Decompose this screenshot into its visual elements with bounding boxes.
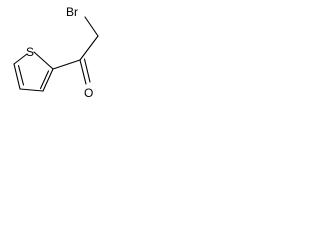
- bond-carbonyl-ch2: [79, 35, 99, 61]
- bond-c5-s: [13, 53, 28, 65]
- bond-c2-carbonyl: [52, 59, 81, 70]
- bond-c2-c3-inner: [39, 70, 50, 90]
- bromine-label: Br: [66, 5, 78, 19]
- sulfur-label: S: [26, 45, 34, 59]
- bond-c2-c3: [42, 68, 54, 92]
- chemical-structure: Br S O: [13, 5, 99, 100]
- bond-s-c2: [33, 51, 54, 70]
- bond-c4-c5: [13, 63, 21, 90]
- bond-c4-c5-inner: [17, 64, 25, 86]
- oxygen-label: O: [84, 86, 93, 100]
- bond-ch2-br: [84, 16, 99, 37]
- bond-carbonyl-o: [79, 59, 87, 85]
- bond-c3-c4: [19, 88, 44, 92]
- side-chain: [52, 16, 99, 85]
- thiophene-ring: [13, 51, 54, 92]
- bond-carbonyl-o-2: [83, 58, 91, 83]
